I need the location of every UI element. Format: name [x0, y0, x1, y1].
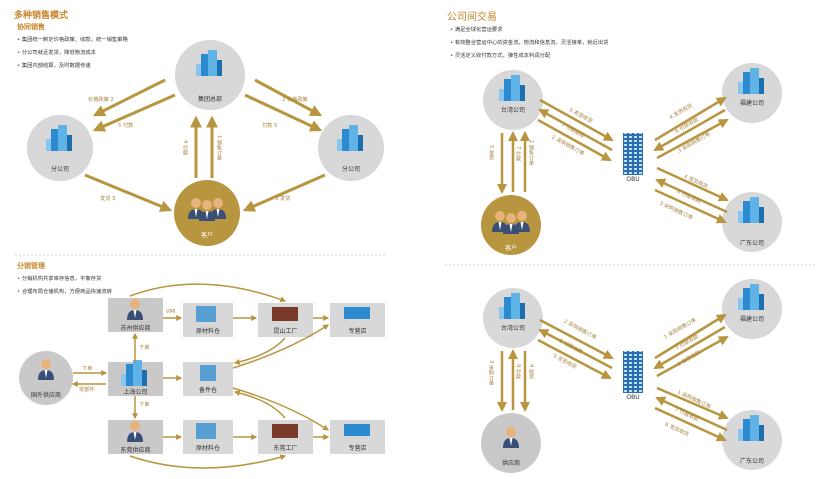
price-right-label: 2 价格政策 [282, 97, 308, 103]
dist-bullet-1: 分销机构共享库存信息，平衡存货 [17, 274, 101, 282]
supplier-bottom-label: 供应商 [501, 460, 520, 467]
foreign-supplier-label: 国外供应商 [30, 392, 61, 399]
order-up-label: 1 销售订单 [216, 135, 222, 161]
guangdong-bottom-label: 广东公司 [739, 458, 764, 465]
guangdong-top-label: 广东公司 [739, 240, 764, 247]
pay-right-label: 付款 5 [262, 123, 278, 129]
order-label-3: 下单 [82, 366, 93, 372]
s-send-bottom: 4 收货 [528, 364, 534, 380]
order-label-1: 下单 [139, 345, 150, 351]
collab-sales-subtitle: 协同销售 [17, 23, 45, 31]
c-pay-top: 7 付款 [515, 146, 521, 162]
pay-left-label: 5 付款 [118, 123, 134, 129]
raw-warehouse-1-label: 原材料仓 [195, 328, 220, 335]
ic-bullet-1: 满足全球化营运要求 [450, 25, 503, 33]
fujian-bottom-label: 福建公司 [739, 316, 764, 323]
dongguan-factory-label: 东莞工厂 [273, 445, 298, 452]
obu-top-label: OBU [626, 176, 640, 183]
customer-label: 客户 [200, 232, 213, 239]
order-label-2: 下单 [139, 402, 150, 408]
ship-right-label: 3 发货 [275, 196, 291, 202]
taiwan-bottom-label: 台湾公司 [500, 325, 525, 332]
collab-bullet-2: 分公司就近发货，降低物流成本 [17, 48, 96, 56]
c-ship-top: 5 发货 [488, 145, 494, 161]
hq-label: 集团总部 [197, 96, 222, 103]
spare-parts-label: 零部件 [79, 387, 95, 393]
branch-right-label: 分公司 [341, 166, 360, 173]
branch-left-label: 分公司 [50, 166, 69, 173]
s-pay-bottom: 9 付款 [515, 364, 521, 380]
right-title: 公司间交易 [447, 12, 497, 23]
dongguan-supplier-label: 东莞供应商 [120, 447, 151, 454]
spare-warehouse-label: 备件仓 [198, 387, 217, 394]
c-order-top: 1 销售订单 [528, 140, 534, 166]
collab-bullet-3: 集团内部结算，及时数据传递 [17, 61, 91, 69]
obu-bottom-label: OBU [626, 394, 640, 401]
store-2-label: 专营店 [348, 445, 367, 452]
ic-bullet-2: 有效整合营运中心的资金流，物流和信息流，灵活接单，就近出货 [450, 38, 609, 46]
raw-warehouse-2-label: 原材料仓 [195, 445, 220, 452]
distribution-subtitle: 分销管理 [17, 262, 45, 270]
store-1-label: 专营店 [348, 328, 367, 335]
suzhou-supplier-label: 苏州供应商 [120, 325, 151, 332]
dist-bullet-2: 合理布局仓储机构，方便商品快速流转 [17, 287, 112, 295]
fujian-top-label: 福建公司 [739, 100, 764, 107]
shanghai-company-label: 上海公司 [123, 389, 148, 396]
ic-bullet-3: 灵活定义收付款方式，弹性成本利润分配 [450, 51, 550, 59]
left-title: 多种销售模式 [14, 11, 69, 21]
price-left-label: 价格政策 2 [88, 97, 114, 103]
vmi-label: VMI [166, 309, 176, 315]
s-order-bottom: 3 采购订单 [488, 360, 494, 386]
ship-left-label: 发货 3 [100, 196, 116, 202]
taiwan-top-label: 台湾公司 [500, 107, 525, 114]
kunshan-factory-label: 昆山工厂 [273, 328, 298, 335]
collab-bullet-1: 集团统一制定价格政策、收款，统一销售策略 [17, 35, 128, 43]
customer-top-label: 客户 [504, 245, 517, 252]
pay-up-label: 4 付款 [182, 140, 188, 156]
